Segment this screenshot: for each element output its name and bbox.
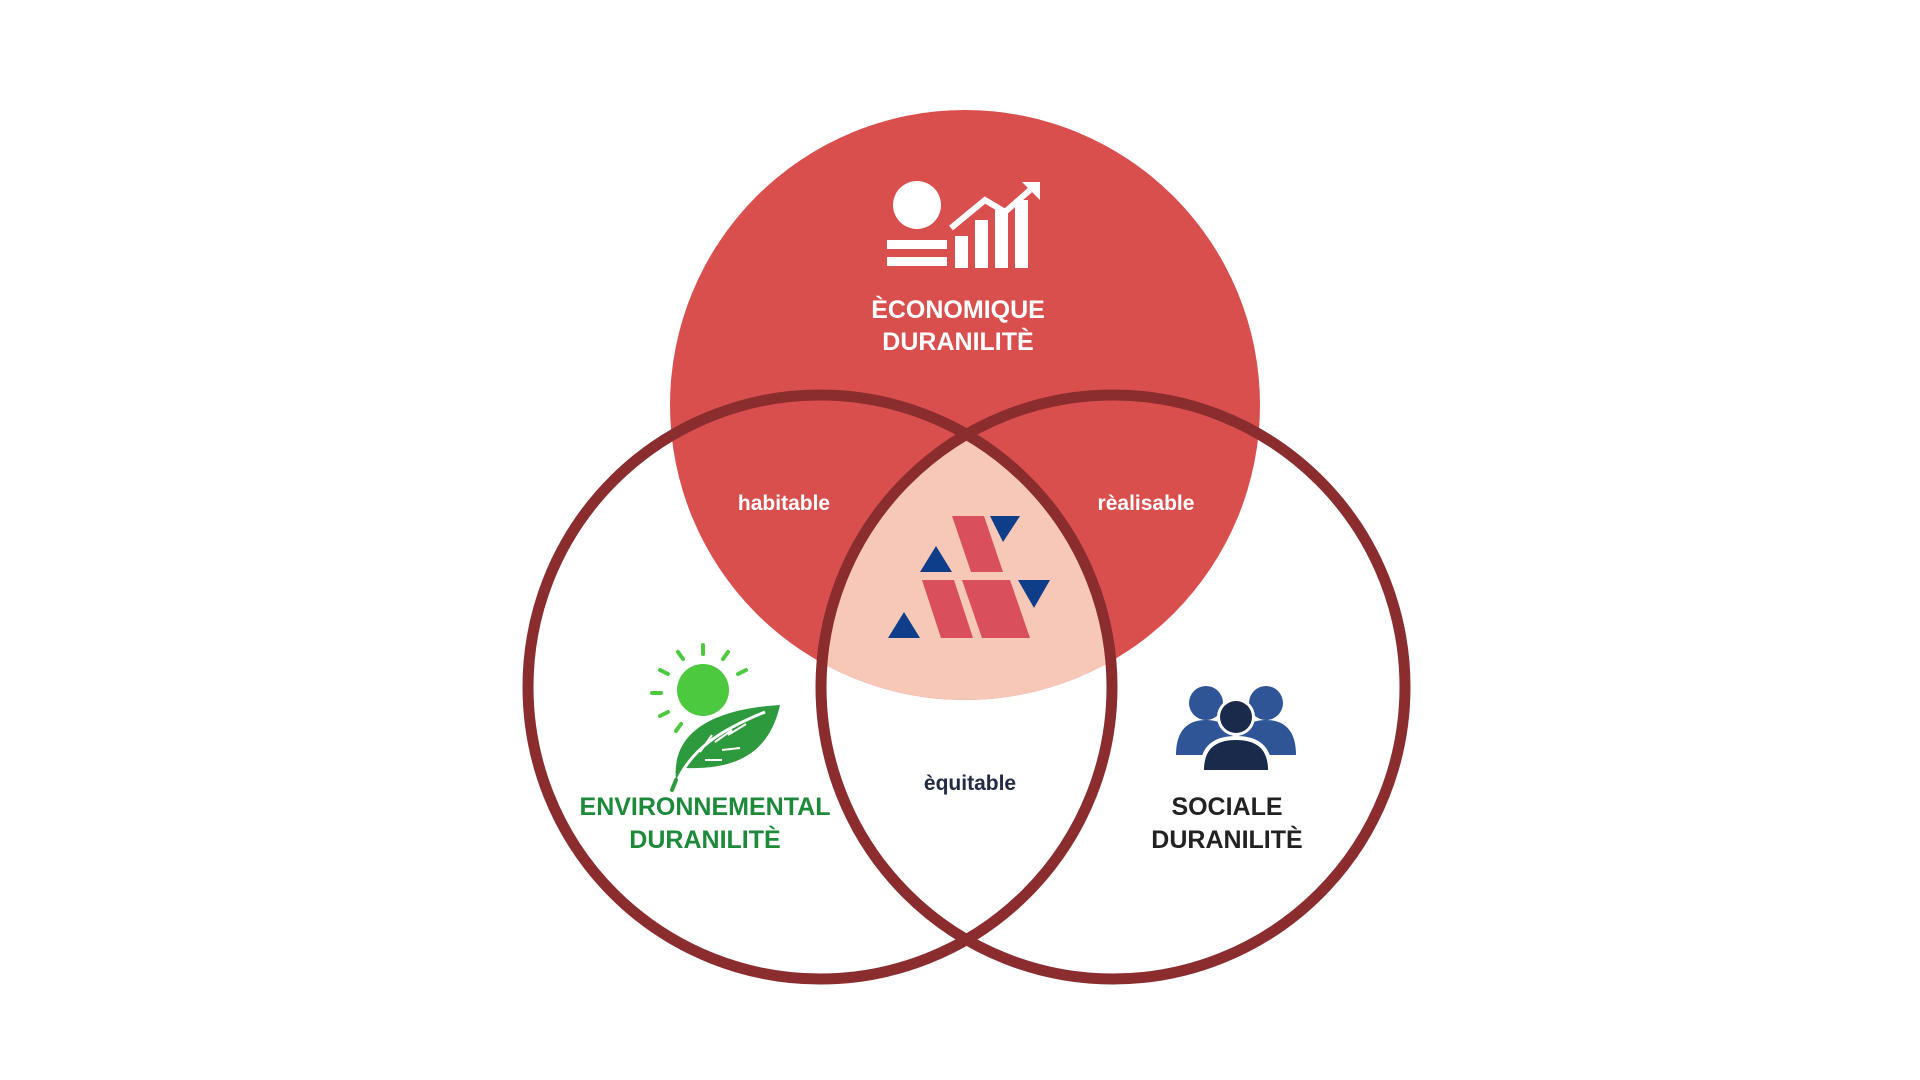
- company-logo-icon: [888, 516, 1050, 638]
- environmental-circle: [522, 389, 1118, 985]
- overlap-label-realisable: rèalisable: [1098, 492, 1195, 515]
- environmental-title-line1: ENVIRONNEMENTAL: [580, 793, 831, 821]
- decent-work-growth-icon: [887, 181, 1040, 268]
- social-title-line2: DURANILITÈ: [1151, 825, 1302, 854]
- social-circle: [815, 389, 1411, 985]
- people-group-icon: [1176, 686, 1296, 770]
- environmental-title-line2: DURANILITÈ: [629, 825, 780, 854]
- sun-leaf-icon: [650, 643, 780, 792]
- overlap-label-habitable: habitable: [738, 492, 830, 515]
- economic-circle: [670, 110, 1260, 700]
- economic-title-line2: DURANILITÈ: [882, 327, 1033, 356]
- overlap-label-equitable: èquitable: [924, 772, 1016, 795]
- economic-title-line1: ÈCONOMIQUE: [871, 295, 1045, 324]
- social-title-line1: SOCIALE: [1171, 793, 1282, 821]
